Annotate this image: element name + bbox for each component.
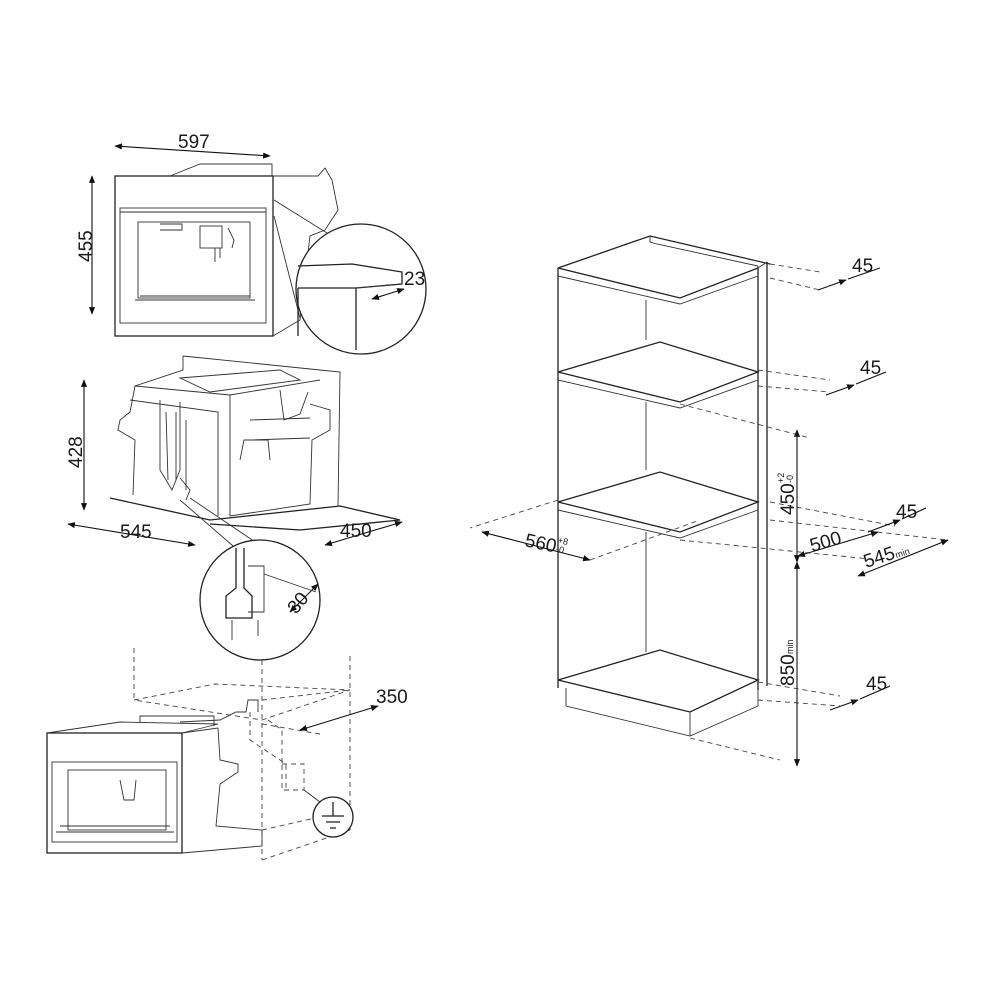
dim-597-label: 597 [178,132,210,153]
dim-560-label: 560 [523,530,558,557]
width-dimension-597: 597 [114,132,271,159]
ground-symbol-icon [303,789,354,838]
height-dimension-428: 428 [66,379,88,511]
dim-350-label: 350 [376,687,408,708]
dim-455-label: 455 [76,230,97,262]
shelf-dimension-45-top: 45 [817,256,881,291]
installed-in-cabinet-view [46,648,351,861]
dim-545-label: 545 [120,522,152,543]
dim-545-cabinet-label: 545 [861,543,898,573]
detail-circle-30: 30 [179,497,321,661]
niche-height-dimension-450: 450 +2 -0 [776,429,801,563]
height-dimension-455: 455 [76,175,97,315]
machine-isometric-view [109,355,401,531]
dim-500-label: 500 [808,528,844,557]
dim-560-tol-minus: -0 [555,544,565,555]
dim-450-label: 450 [340,521,372,542]
dim-23-label: 23 [404,269,425,290]
dim-45-bottom-label: 45 [866,674,887,695]
dim-850-suffix: min [785,639,795,654]
cabinet-depth-dimension-545: 545 min [857,539,949,577]
socket-dimension-350: 350 [261,687,408,735]
detail-circle-23: 23 [273,199,427,355]
dim-450-tol-plus: +2 [776,473,786,483]
dim-450-tol-minus: -0 [785,475,795,483]
dim-560-tol-plus: +8 [557,535,569,547]
dim-450-niche-label: 450 [778,483,799,515]
dim-45-second-label: 45 [860,358,881,379]
tall-cabinet [557,235,771,737]
dim-45-top-label: 45 [852,256,873,277]
machine-front-view [114,163,339,337]
dim-428-label: 428 [66,436,87,468]
depth-dimension-545: 545 [67,522,196,547]
shelf-dimension-45-second: 45 [825,358,887,396]
shelf-dimension-45-third: 45 [867,502,927,533]
shelf-dimension-45-bottom: 45 [829,674,891,711]
dim-45-third-label: 45 [896,502,917,523]
width-dimension-450: 450 [324,521,403,546]
floor-height-dimension-850: 850 min [778,561,801,767]
niche-width-dimension-560: 560 +8 -0 [481,530,591,562]
dim-545-cabinet-suffix: min [894,546,911,560]
dim-850-label: 850 [778,654,799,686]
